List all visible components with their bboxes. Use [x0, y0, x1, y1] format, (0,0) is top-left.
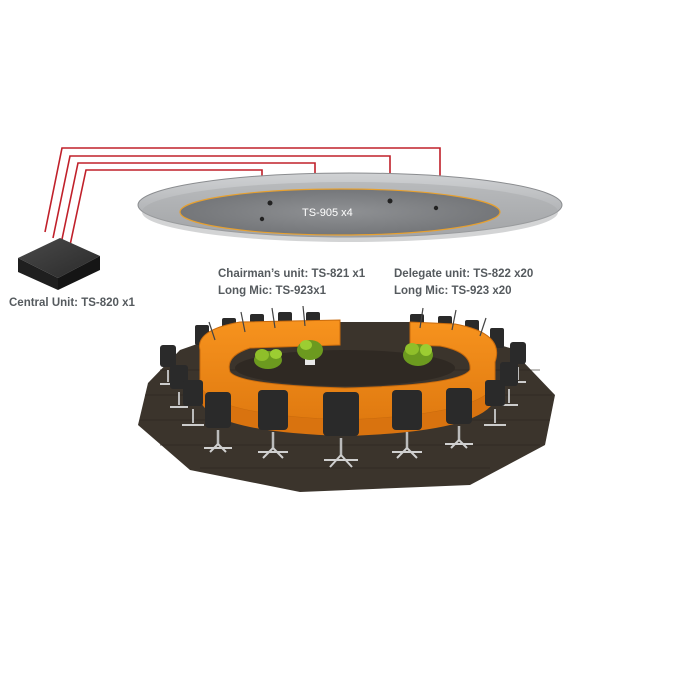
- chair-icon: [182, 380, 204, 426]
- central-unit-box: [18, 238, 100, 290]
- ceiling-label: TS-905 x4: [302, 207, 353, 219]
- chair-icon: [258, 390, 288, 459]
- cable-3: [60, 162, 316, 245]
- microphone-icon: [271, 307, 276, 329]
- microphone-icon: [208, 321, 216, 341]
- chair-icon: [204, 392, 232, 453]
- chair-icon: [484, 380, 506, 426]
- speaker-icon: [267, 200, 273, 206]
- microphone-icon: [479, 317, 487, 337]
- microphone-icon: [451, 309, 457, 331]
- speaker-icon: [433, 205, 439, 211]
- plant-icon: [254, 349, 282, 369]
- front-chairs: [204, 388, 473, 468]
- central-unit-label: Central Unit: TS-820 x1: [9, 297, 135, 309]
- cable-1: [44, 147, 441, 233]
- plants: [254, 340, 433, 369]
- chair-icon: [392, 390, 422, 459]
- ceiling-array: [137, 172, 563, 242]
- cables: [44, 147, 441, 251]
- microphone-icon: [240, 311, 246, 333]
- speaker-icon: [387, 198, 393, 204]
- cable-2: [52, 155, 391, 239]
- microphone-icon: [302, 305, 306, 327]
- cable-4: [68, 169, 263, 251]
- microphone-icon: [419, 307, 424, 329]
- left-chairs: [160, 345, 204, 426]
- chair-icon: [445, 388, 473, 449]
- microphones: [208, 305, 487, 341]
- delegate-unit-label: Delegate unit: TS-822 x20: [394, 268, 534, 280]
- delegate-mic-label: Long Mic: TS-923 x20: [394, 285, 512, 297]
- speaker-icon: [259, 216, 265, 222]
- plant-icon: [403, 343, 433, 366]
- chairman-mic-label: Long Mic: TS-923x1: [218, 285, 326, 297]
- table-inner-floor: [235, 350, 455, 386]
- chairman-unit-label: Chairman’s unit: TS-821 x1: [218, 268, 366, 280]
- ceiling-inner-panel: [179, 188, 501, 236]
- chair-icon: [323, 392, 359, 468]
- plant-icon: [297, 340, 323, 365]
- right-chairs: [484, 342, 526, 426]
